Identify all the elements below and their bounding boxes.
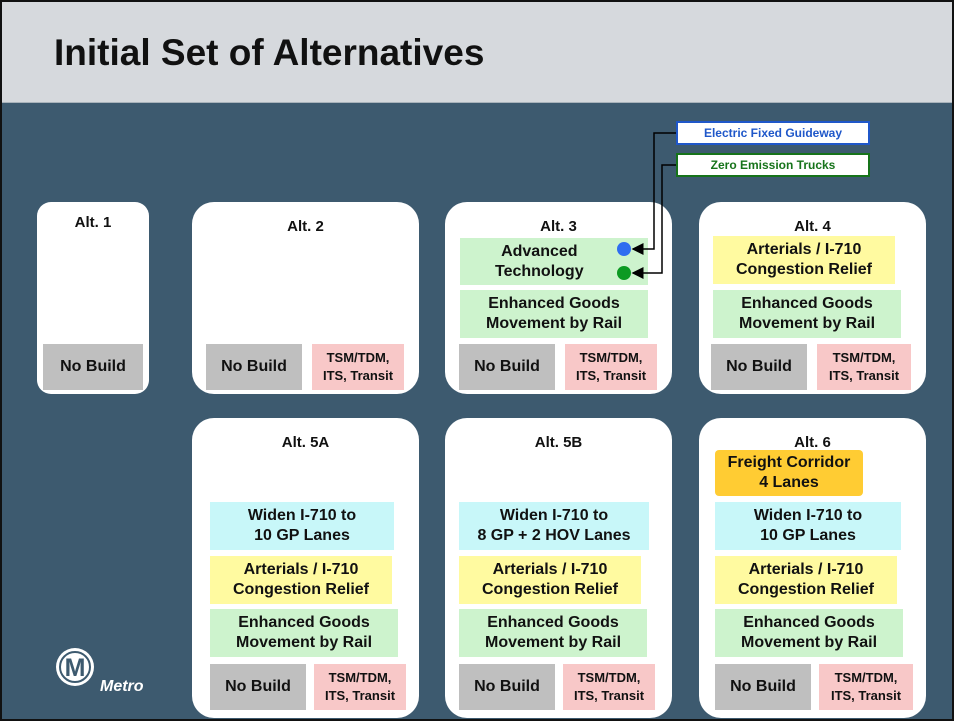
alt-2-tsm: TSM/TDM, ITS, Transit: [312, 344, 404, 390]
alt-5a-tsm: TSM/TDM, ITS, Transit: [314, 664, 406, 710]
alt-5a-widen: Widen I-710 to 10 GP Lanes: [210, 502, 394, 550]
electric-connector-arrow: [631, 132, 676, 255]
alt-5b-no-build: No Build: [459, 664, 555, 710]
alt-3-tsm: TSM/TDM, ITS, Transit: [565, 344, 657, 390]
alt-5a-goods-movement: Enhanced Goods Movement by Rail: [210, 609, 398, 657]
alt-4-no-build: No Build: [711, 344, 807, 390]
alt-6-tsm: TSM/TDM, ITS, Transit: [819, 664, 913, 710]
alt-2-card: Alt. 2 No Build TSM/TDM, ITS, Transit: [192, 202, 419, 394]
svg-text:Metro: Metro: [100, 678, 144, 695]
alt-1-card: Alt. 1 No Build: [37, 202, 149, 394]
electric-fixed-guideway-tag: Electric Fixed Guideway: [676, 121, 870, 145]
alt-6-label: Alt. 6: [794, 434, 831, 451]
electric-guideway-dot-icon: [617, 242, 631, 256]
metro-logo-icon: M Metro: [56, 648, 144, 695]
alt-1-no-build: No Build: [43, 344, 143, 390]
alt-6-freight-corridor: Freight Corridor 4 Lanes: [715, 450, 863, 496]
alt-2-no-build: No Build: [206, 344, 302, 390]
alt-5b-arterials: Arterials / I-710 Congestion Relief: [459, 556, 641, 604]
slide-title: Initial Set of Alternatives: [54, 32, 485, 73]
alt-3-no-build: No Build: [459, 344, 555, 390]
metro-logo: M Metro: [52, 647, 182, 697]
alt-5b-goods-movement: Enhanced Goods Movement by Rail: [459, 609, 647, 657]
alt-3-goods-movement: Enhanced Goods Movement by Rail: [460, 290, 648, 338]
alt-6-arterials: Arterials / I-710 Congestion Relief: [715, 556, 897, 604]
zero-emission-trucks-label: Zero Emission Trucks: [710, 158, 836, 172]
alt-4-goods-movement: Enhanced Goods Movement by Rail: [713, 290, 901, 338]
alt-6-widen: Widen I-710 to 10 GP Lanes: [715, 502, 901, 550]
svg-text:M: M: [65, 654, 86, 682]
alt-4-card: Alt. 4 Arterials / I-710 Congestion Reli…: [699, 202, 926, 394]
zero-emission-connector-arrow: [631, 164, 676, 279]
alt-3-advanced-technology: Advanced Technology: [460, 238, 648, 285]
alt-5b-card: Alt. 5B Widen I-710 to 8 GP + 2 HOV Lane…: [445, 418, 672, 718]
alt-5b-label: Alt. 5B: [534, 434, 583, 451]
alt-4-arterials: Arterials / I-710 Congestion Relief: [713, 236, 895, 284]
zero-emission-dot-icon: [617, 266, 631, 280]
zero-emission-trucks-tag: Zero Emission Trucks: [676, 153, 870, 177]
alt-4-tsm: TSM/TDM, ITS, Transit: [817, 344, 911, 390]
alt-5a-no-build: No Build: [210, 664, 306, 710]
alt-3-card: Alt. 3 Advanced Technology Enhanced Good…: [445, 202, 672, 394]
alt-5a-label: Alt. 5A: [281, 434, 330, 451]
alt-2-label: Alt. 2: [287, 218, 324, 235]
alt-4-label: Alt. 4: [794, 218, 831, 235]
alt-5b-tsm: TSM/TDM, ITS, Transit: [563, 664, 655, 710]
electric-fixed-guideway-label: Electric Fixed Guideway: [703, 126, 843, 140]
alt-6-card: Alt. 6 Freight Corridor 4 Lanes Widen I-…: [699, 418, 926, 718]
alt-1-label: Alt. 1: [74, 214, 112, 231]
alt-6-no-build: No Build: [715, 664, 811, 710]
title-bar: Initial Set of Alternatives: [2, 2, 952, 103]
alt-3-label: Alt. 3: [540, 218, 577, 235]
alt-5a-arterials: Arterials / I-710 Congestion Relief: [210, 556, 392, 604]
alt-6-goods-movement: Enhanced Goods Movement by Rail: [715, 609, 903, 657]
alt-5b-widen: Widen I-710 to 8 GP + 2 HOV Lanes: [459, 502, 649, 550]
alt-5a-card: Alt. 5A Widen I-710 to 10 GP Lanes Arter…: [192, 418, 419, 718]
